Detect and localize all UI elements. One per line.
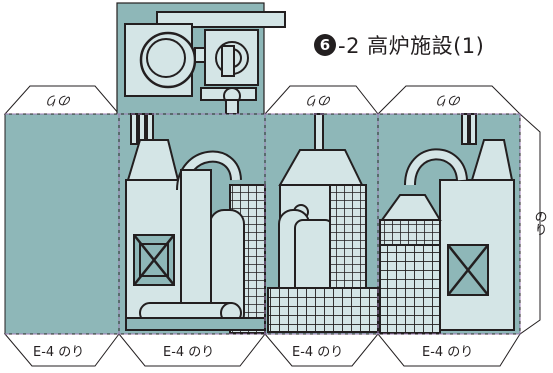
furnace-panel-right <box>379 113 515 334</box>
title-number-badge: 6 <box>314 34 336 56</box>
bottom-glue-tabs <box>3 333 521 367</box>
top-tab-label-2: のり <box>306 92 333 107</box>
side-tab-label: のり <box>531 210 547 236</box>
top-machinery-panel <box>116 2 286 116</box>
top-tab-label-3: のり <box>436 92 463 107</box>
bottom-tab-label-2: E-4 のり <box>163 345 215 360</box>
bottom-tab-label-3: E-4 のり <box>292 345 344 360</box>
page-title: 6 -2 高炉施設(1) <box>314 28 484 62</box>
bottom-tab-label-1: E-4 のり <box>33 345 85 360</box>
bottom-tab-label-4: E-4 のり <box>422 345 474 360</box>
furnace-panel-middle <box>267 113 379 333</box>
fold-lines <box>5 113 521 335</box>
title-text: -2 高炉施設(1) <box>338 34 485 58</box>
top-tab-label-1: のり <box>46 92 73 107</box>
